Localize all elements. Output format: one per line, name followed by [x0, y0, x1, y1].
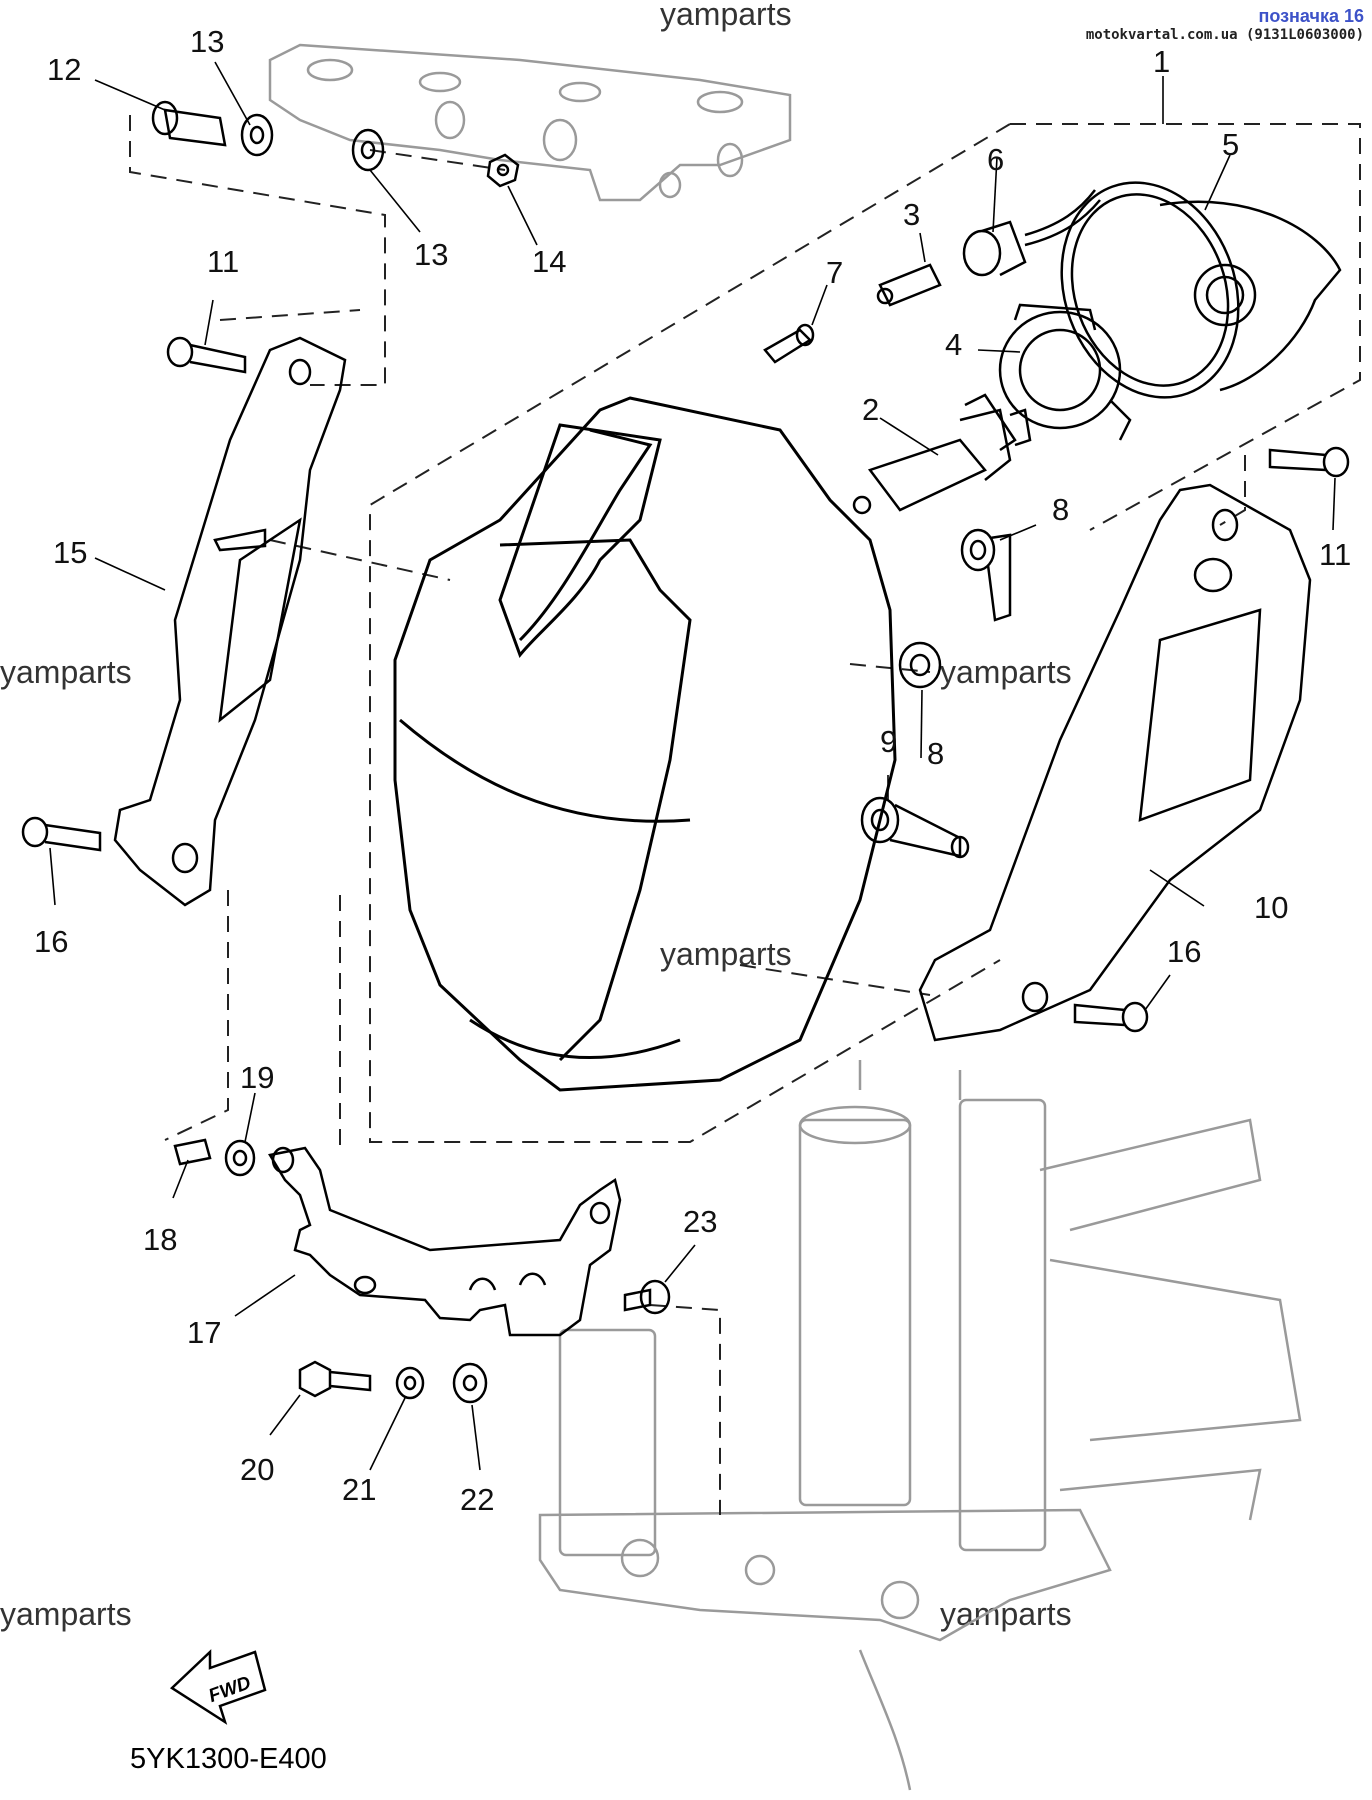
callout-17: 17: [187, 1315, 221, 1350]
bulb-socket: [962, 189, 1101, 277]
right-stay: [918, 483, 1312, 1042]
callout-3: 3: [903, 197, 920, 232]
lower-bracket: [268, 1146, 622, 1337]
leader-lines: [49, 61, 1336, 1471]
callout-8-upper: 8: [1052, 492, 1069, 527]
header-source: motokvartal.com.ua (9131L0603000): [1085, 26, 1364, 43]
callout-5: 5: [1222, 127, 1239, 162]
screw-small: [763, 323, 815, 364]
callout-13-upper: 13: [190, 24, 224, 59]
callout-20: 20: [240, 1452, 274, 1487]
callout-8-lower: 8: [927, 736, 944, 771]
bulb-retainer: [998, 303, 1132, 441]
headlight-cowl: [393, 396, 897, 1092]
callout-22: 22: [460, 1482, 494, 1517]
diagram-code: 5YK1300-E400: [130, 1743, 327, 1775]
callout-21: 21: [342, 1472, 376, 1507]
callout-14: 14: [532, 244, 566, 279]
header-title: позначка 16: [1258, 6, 1364, 26]
upper-bracket-ghost: [268, 43, 792, 202]
callout-10: 10: [1254, 890, 1288, 925]
assembly-dash-lines: [129, 115, 1361, 1515]
fasteners: [21, 100, 1350, 1404]
callout-labels: 1 2 3 4 5 6 7 8 8 9 10 11 11 12 13 13 14…: [34, 24, 1351, 1517]
watermark-bottom-left: yamparts: [0, 1596, 132, 1632]
callout-19: 19: [240, 1060, 274, 1095]
fork-frame-ghost: [538, 1060, 1302, 1791]
callout-18: 18: [143, 1222, 177, 1257]
headlight-bulb: [852, 393, 1032, 515]
left-stay: [113, 336, 347, 907]
callout-6: 6: [987, 142, 1004, 177]
headlight-unit: [1060, 181, 1342, 399]
callout-7: 7: [826, 255, 843, 290]
fwd-arrow-icon: FWD: [169, 1649, 267, 1725]
callout-9: 9: [880, 724, 897, 759]
callout-13-lower: 13: [414, 237, 448, 272]
grommet-lower: [860, 796, 970, 859]
callout-11-right: 11: [1319, 537, 1351, 572]
callout-1: 1: [1153, 44, 1170, 79]
grommet-upper: [960, 528, 1012, 622]
callout-16-left: 16: [34, 924, 68, 959]
callout-12: 12: [47, 52, 81, 87]
callout-23: 23: [683, 1204, 717, 1239]
position-bulb: [876, 263, 942, 307]
callout-11-left: 11: [207, 244, 239, 279]
callout-4: 4: [945, 327, 962, 362]
header-tag: позначка 16 motokvartal.com.ua (9131L060…: [1086, 6, 1364, 43]
watermark-right: yamparts: [940, 654, 1072, 690]
callout-16-right: 16: [1167, 934, 1201, 969]
watermark-left: yamparts: [0, 654, 132, 690]
callout-15: 15: [53, 535, 87, 570]
callout-2: 2: [862, 392, 879, 427]
watermark-top: yamparts: [660, 0, 792, 32]
damper-collar: [898, 641, 942, 689]
watermark-center: yamparts: [660, 936, 792, 972]
